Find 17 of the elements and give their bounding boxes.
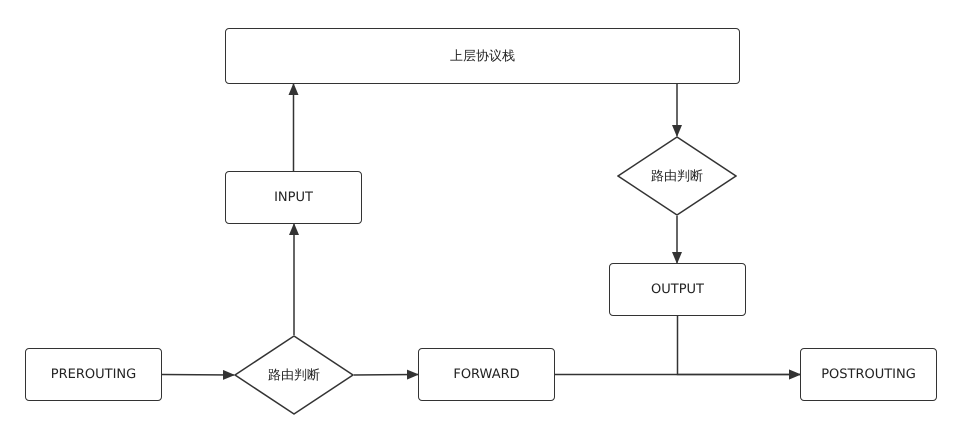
arrow bbox=[288, 83, 298, 171]
decision-diamond bbox=[234, 335, 354, 415]
process-box: PREROUTING bbox=[25, 348, 162, 401]
process-box: 上层协议栈 bbox=[225, 28, 740, 84]
arrow bbox=[676, 316, 801, 380]
decision-diamond bbox=[617, 136, 737, 216]
process-box: FORWARD bbox=[418, 348, 555, 401]
arrow bbox=[354, 370, 419, 380]
arrow bbox=[672, 84, 682, 137]
process-box: OUTPUT bbox=[609, 263, 746, 316]
arrow bbox=[672, 216, 682, 264]
process-box: INPUT bbox=[225, 171, 362, 224]
node-label: 路由判断 bbox=[268, 367, 320, 384]
arrow bbox=[162, 370, 235, 380]
node-label: 路由判断 bbox=[651, 168, 703, 185]
process-box: POSTROUTING bbox=[800, 348, 937, 401]
arrow bbox=[289, 223, 299, 335]
